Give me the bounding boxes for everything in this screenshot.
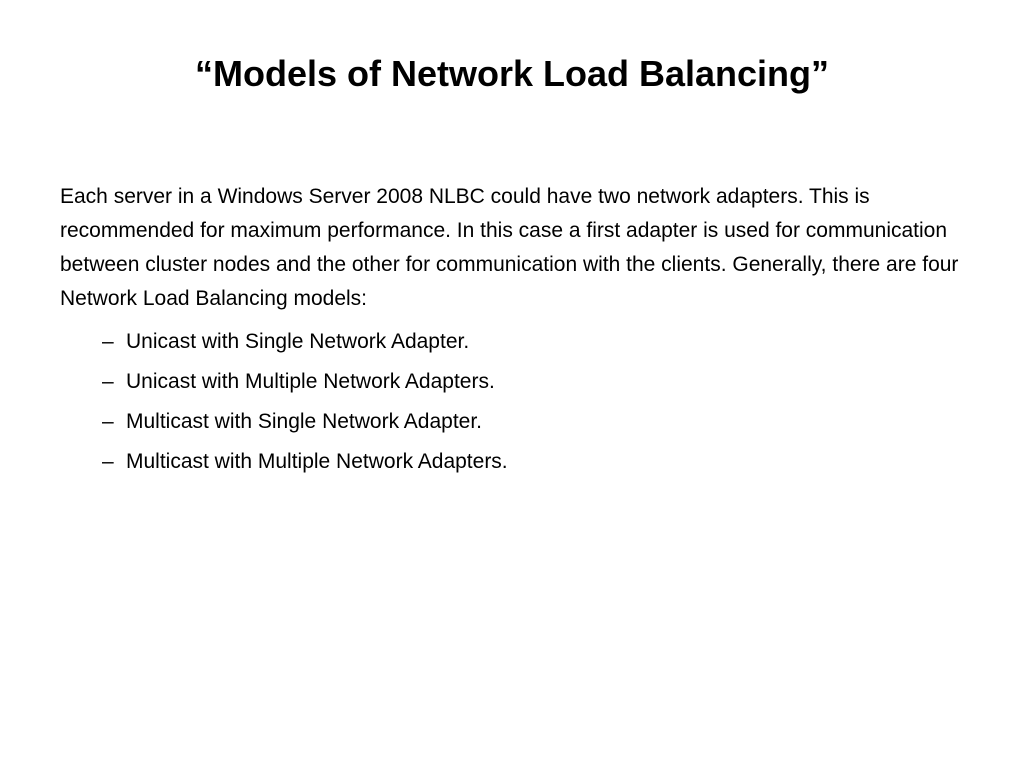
list-item: – Multicast with Multiple Network Adapte…: [102, 442, 980, 482]
list-item: – Unicast with Single Network Adapter.: [102, 322, 980, 362]
list-item: – Multicast with Single Network Adapter.: [102, 402, 980, 442]
list-item-text: Unicast with Multiple Network Adapters.: [126, 370, 495, 393]
bullet-dash: –: [102, 370, 114, 393]
bullet-dash: –: [102, 450, 114, 473]
bullet-dash: –: [102, 330, 114, 353]
list-item: – Unicast with Multiple Network Adapters…: [102, 362, 980, 402]
bullet-dash: –: [102, 410, 114, 433]
body-paragraph: Each server in a Windows Server 2008 NLB…: [60, 185, 959, 310]
models-list: – Unicast with Single Network Adapter. –…: [60, 322, 980, 482]
slide-title: “Models of Network Load Balancing”: [194, 53, 830, 94]
list-item-text: Multicast with Multiple Network Adapters…: [126, 450, 508, 473]
slide-body: Each server in a Windows Server 2008 NLB…: [60, 180, 980, 482]
list-item-text: Multicast with Single Network Adapter.: [126, 410, 482, 433]
list-item-text: Unicast with Single Network Adapter.: [126, 330, 470, 353]
